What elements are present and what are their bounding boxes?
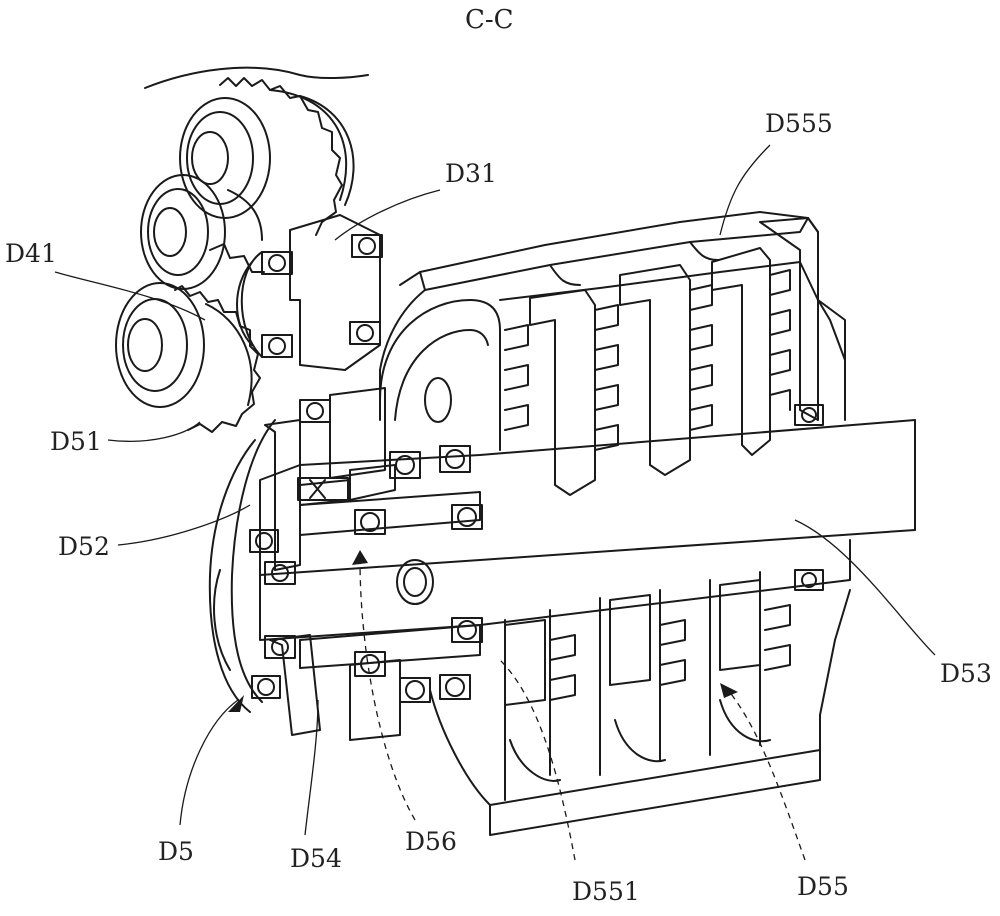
leader-d555 [719, 144, 771, 236]
leader-d5 [179, 699, 239, 826]
label-d52: D52 [58, 532, 110, 561]
leader-d52 [117, 504, 251, 546]
left-end-cap [208, 387, 386, 736]
label-d551: D551 [572, 877, 640, 906]
label-d41: D41 [5, 239, 57, 268]
leader-d41 [54, 271, 206, 321]
label-d54: D54 [290, 844, 342, 873]
d31-flange-block [236, 214, 383, 371]
label-d56: D56 [405, 827, 457, 856]
leader-d56 [359, 559, 416, 821]
input-gear-stack [115, 77, 355, 433]
leader-d54 [304, 699, 319, 836]
leader-d551 [499, 659, 576, 861]
sleeve-bearing-assembly [299, 445, 483, 741]
label-d31: D31 [445, 159, 497, 188]
label-d51: D51 [50, 427, 102, 456]
lower-housing [429, 569, 851, 836]
leader-d51 [107, 421, 201, 442]
label-d555: D555 [765, 109, 833, 138]
label-d55: D55 [797, 872, 849, 901]
section-title: C-C [465, 5, 514, 35]
leader-lines [54, 144, 936, 861]
leader-d55 [727, 689, 806, 861]
main-housing [379, 211, 846, 496]
leader-d31 [334, 189, 441, 241]
label-d53: D53 [940, 659, 992, 688]
leader-d53 [794, 519, 936, 656]
housing-break-line [144, 66, 369, 89]
label-d5: D5 [158, 837, 194, 866]
